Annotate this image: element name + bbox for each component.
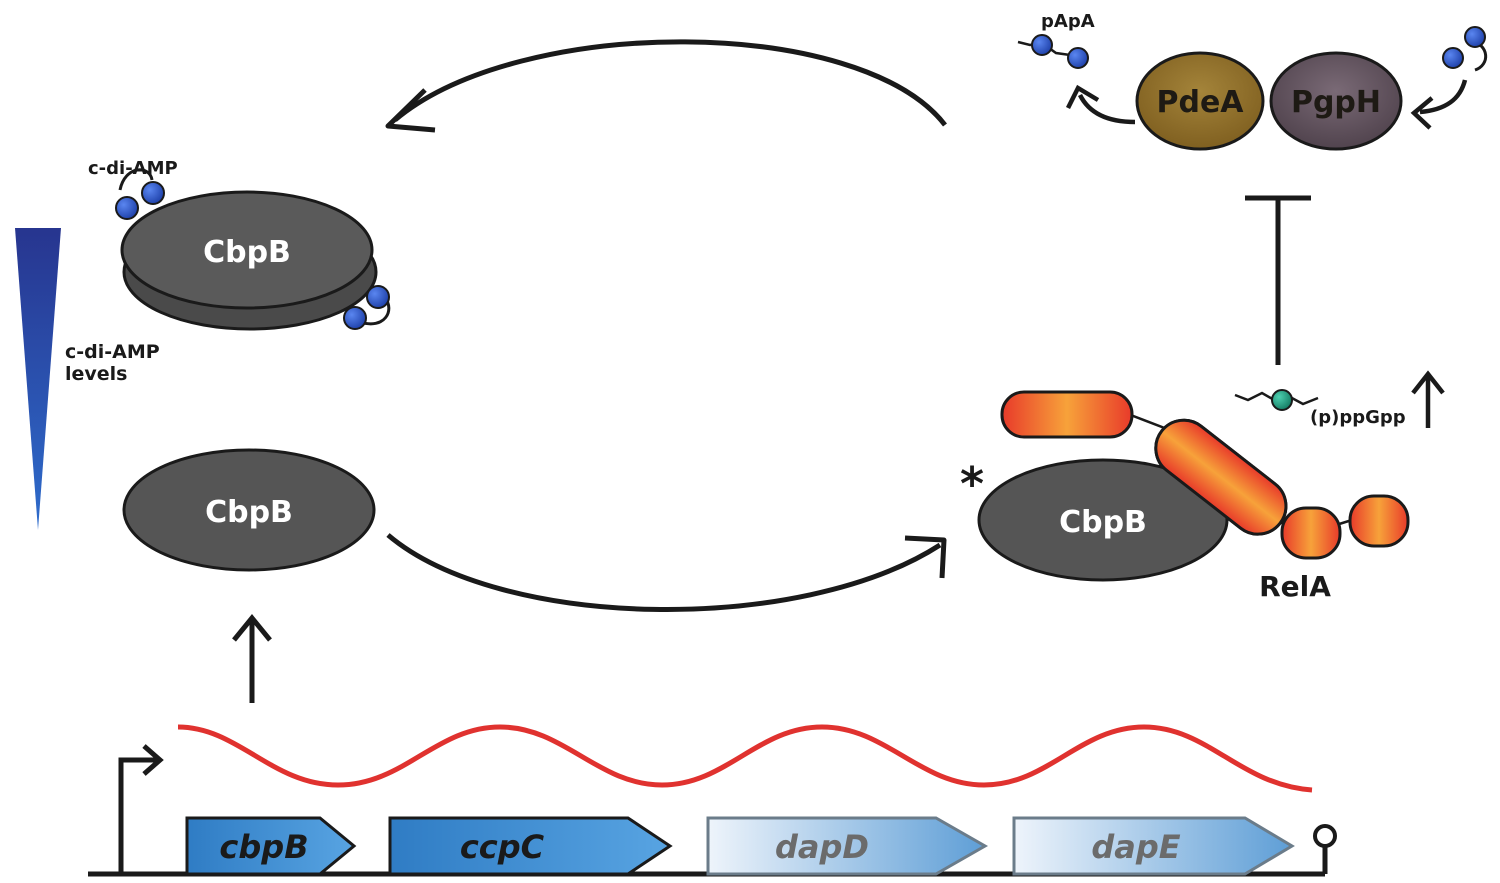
papa-release-arrowhead [1065,84,1100,110]
ppgpp-increase-arrowhead [1411,370,1445,395]
gene-ccpc: ccpC [388,816,673,876]
gene-dapd-label: dapD [775,828,869,866]
substrate-arrow [1419,79,1468,115]
ppgpp-label: (p)ppGpp [1310,407,1406,428]
cbpb-mid-label: CbpB [205,495,293,530]
pdea-label: PdeA [1156,85,1244,120]
cdiamp-label: c-di-AMP [88,158,178,179]
papa-release-arrow [1077,93,1136,125]
cbpb-dimer-bound: CbpB [120,190,378,331]
pgph-label: PgpH [1291,85,1381,120]
gene-dape-label: dapE [1091,828,1180,866]
binding-arc-bottom [386,533,942,612]
asterisk-label: * [960,457,984,511]
cbpb-rela-bound: CbpB [977,458,1229,582]
gene-dapd: dapD [706,816,989,876]
rela-domain-middle [1154,418,1288,536]
translation-arrowhead [232,614,272,642]
papa-label: pApA [1041,11,1095,32]
feedback-arc-top-arrowhead [385,88,436,133]
gene-cbpb-label: cbpB [219,828,308,866]
cdiamp-molecule-bottom-right [343,285,391,330]
cbpb-right-label: CbpB [1059,505,1147,540]
promoter-arrow [118,757,158,874]
gene-ccpc-label: ccpC [460,828,545,866]
feedback-arc-top [393,39,947,127]
cbpb-top-label: CbpB [203,235,291,270]
rela-label: RelA [1259,570,1331,603]
substrate-arrowhead [1410,96,1434,130]
levels-label-line1: c-di-AMP [65,341,160,363]
cdiamp-substrate-right [1442,26,1488,72]
mrna-wave [177,724,1313,793]
terminator-head [1313,824,1337,848]
cdiamp-molecule-top-left [115,168,165,220]
pdea-protein: PdeA [1135,51,1265,151]
cbpb-free: CbpB [122,448,376,572]
promoter-arrowhead [142,744,164,776]
papa-molecule [1017,34,1089,69]
gene-dape: dapE [1012,816,1295,876]
levels-label-line2: levels [65,363,128,385]
pgph-protein: PgpH [1269,51,1403,151]
gene-cbpb: cbpB [185,816,357,876]
binding-arc-bottom-arrowhead [904,535,947,579]
cdiamp-levels-wedge [15,228,61,530]
ppgpp-molecule [1234,389,1319,411]
